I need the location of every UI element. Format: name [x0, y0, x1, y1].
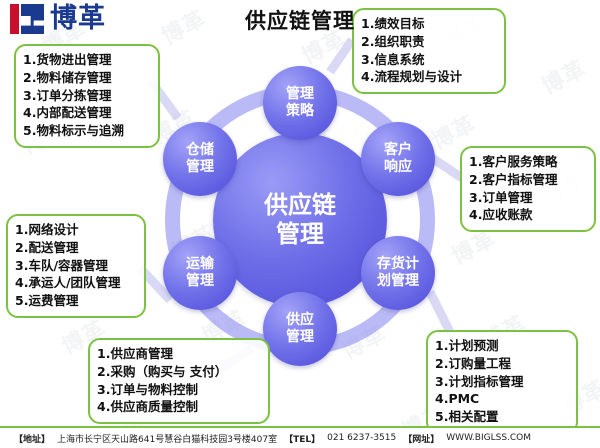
- node-warehouse-management[interactable]: 仓储 管理: [163, 122, 237, 196]
- tel-value: 021 6237-3515: [327, 433, 397, 443]
- node-line2: 管理: [186, 159, 214, 175]
- callout-supply-management: 1.供应商管理 2.采购（购买与 支付） 3.订单与物料控制 4.供应商质量控制: [88, 338, 270, 424]
- callout-item: 2.客户指标管理: [469, 171, 558, 187]
- node-customer-response[interactable]: 客户 响应: [361, 122, 435, 196]
- node-inventory-planning-management[interactable]: 存货计 划管理: [361, 236, 435, 310]
- address-label: 【地址】: [14, 434, 51, 445]
- callout-item: 1.网络设计: [15, 222, 79, 237]
- node-line2: 管理: [286, 329, 314, 345]
- callout-item: 4.应收账款: [469, 207, 533, 223]
- callout-item: 5.运费管理: [15, 293, 79, 308]
- page-title: 供应链管理: [245, 9, 355, 33]
- callout-item: 1.计划预测: [435, 338, 499, 353]
- bg-monogram-icon: [10, 4, 44, 34]
- node-line1: 存货计: [377, 256, 419, 273]
- callout-item: 2.采购（购买与 支付）: [97, 363, 228, 379]
- callout-management-strategy: 1.绩效目标 2.组织职责 3.信息系统 4.流程规划与设计: [352, 8, 506, 94]
- callout-item: 4.流程规划与设计: [361, 69, 462, 85]
- website-value[interactable]: WWW.BIGLSS.COM: [446, 433, 532, 443]
- callout-item: 3.订单与物料控制: [97, 381, 198, 397]
- callout-inventory-planning: 1.计划预测 2.订购量工程 3.计划指标管理 4.PMC 5.相关配置: [426, 330, 578, 434]
- callout-item: 2.订购量工程: [435, 355, 511, 371]
- callout-item: 5.相关配置: [435, 409, 499, 424]
- brand-logo: 博革: [10, 4, 106, 34]
- callout-item: 3.订单管理: [469, 189, 533, 205]
- website-label: 【网址】: [403, 434, 440, 445]
- node-line2: 响应: [384, 159, 412, 175]
- node-line1: 运输: [186, 256, 214, 273]
- callout-item: 1.客户服务策略: [469, 154, 558, 169]
- center-node-line1: 供应链: [264, 190, 336, 219]
- callout-item: 4.承运人/团队管理: [15, 275, 121, 291]
- callout-item: 3.订单分拣管理: [23, 87, 112, 103]
- callout-customer-response: 1.客户服务策略 2.客户指标管理 3.订单管理 4.应收账款: [460, 146, 596, 232]
- node-supply-management[interactable]: 供应 管理: [263, 292, 337, 366]
- node-line2: 划管理: [377, 273, 419, 289]
- tel-label: 【TEL】: [284, 434, 321, 445]
- callout-item: 2.组织职责: [361, 33, 425, 49]
- brand-name: 博革: [50, 3, 106, 34]
- node-line1: 管理: [286, 86, 314, 103]
- callout-item: 2.物料储存管理: [23, 69, 112, 85]
- callout-item: 1.绩效目标: [361, 16, 425, 31]
- node-line2: 管理: [186, 273, 214, 289]
- node-line1: 供应: [286, 312, 314, 329]
- node-management-strategy[interactable]: 管理 策略: [263, 66, 337, 140]
- callout-item: 5.物料标示与追溯: [23, 123, 124, 138]
- callout-item: 1.货物进出管理: [23, 52, 112, 67]
- callout-item: 4.PMC: [435, 391, 480, 407]
- node-line1: 仓储: [186, 142, 214, 159]
- callout-warehouse-management: 1.货物进出管理 2.物料储存管理 3.订单分拣管理 4.内部配送管理 5.物料…: [14, 44, 160, 148]
- callout-item: 1.供应商管理: [97, 346, 173, 361]
- supply-chain-diagram: 供应链 管理 管理 策略 客户 响应 存货计 划管理 供应 管理 运输 管理 仓…: [130, 50, 470, 390]
- callout-item: 3.信息系统: [361, 51, 425, 67]
- callout-transport-management: 1.网络设计 2.配送管理 3.车队/容器管理 4.承运人/团队管理 5.运费管…: [6, 214, 146, 318]
- node-line2: 策略: [286, 103, 314, 119]
- node-line1: 客户: [384, 142, 412, 159]
- callout-item: 4.内部配送管理: [23, 105, 112, 121]
- footer-contact-bar: 【地址】 上海市长宁区天山路641号慧谷白猫科技园3号楼407室 【TEL】 0…: [0, 426, 600, 448]
- callout-item: 3.计划指标管理: [435, 373, 524, 389]
- callout-item: 4.供应商质量控制: [97, 399, 198, 415]
- center-node-line2: 管理: [276, 220, 324, 248]
- address-value: 上海市长宁区天山路641号慧谷白猫科技园3号楼407室: [57, 434, 278, 445]
- callout-item: 3.车队/容器管理: [15, 257, 109, 273]
- node-transport-management[interactable]: 运输 管理: [163, 236, 237, 310]
- center-node-supply-chain-management[interactable]: 供应链 管理: [213, 133, 387, 307]
- callout-item: 2.配送管理: [15, 239, 79, 255]
